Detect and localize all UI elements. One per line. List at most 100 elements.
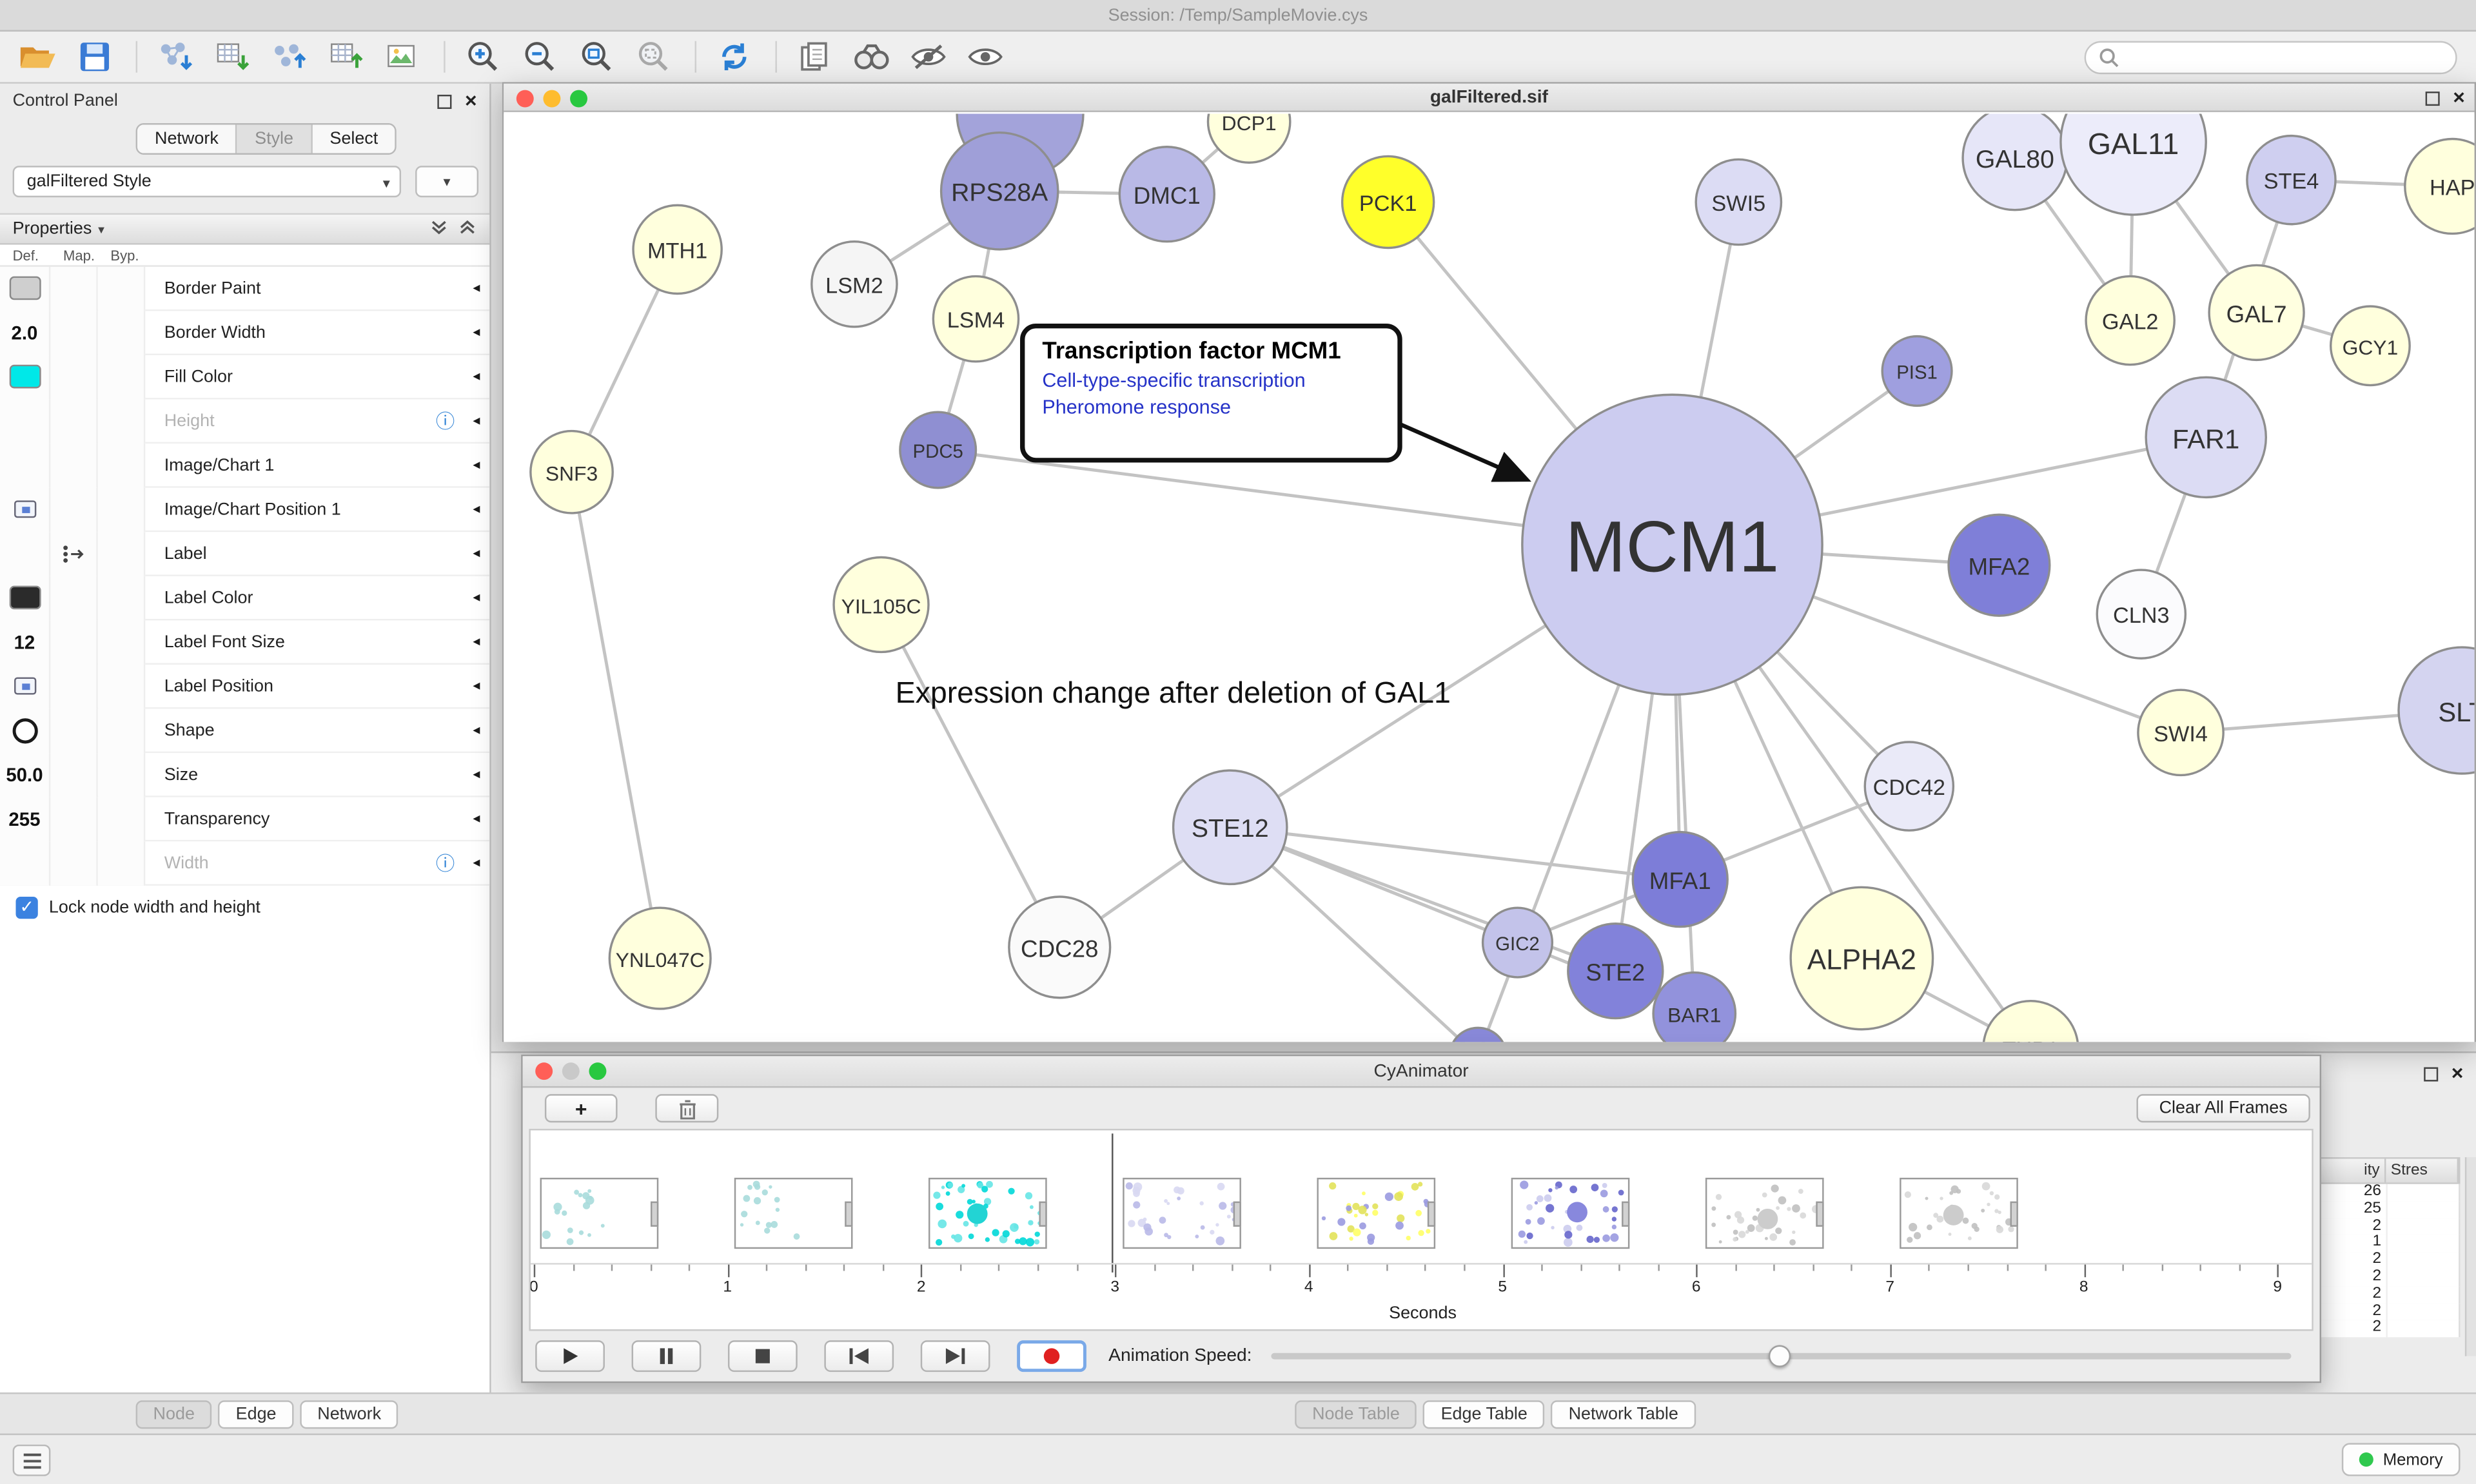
node-MTH1[interactable]: MTH1: [632, 204, 723, 295]
table-cell[interactable]: 25: [2363, 1199, 2382, 1217]
property-row-image-chart-1[interactable]: Image/Chart 1◂: [0, 442, 490, 488]
style-options-button[interactable]: ▾: [415, 166, 479, 198]
node-CDC28[interactable]: CDC28: [1008, 895, 1112, 999]
color-swatch[interactable]: [8, 364, 41, 389]
expand-row-icon[interactable]: ◂: [473, 456, 480, 473]
zoom-selected-icon[interactable]: [632, 36, 676, 77]
node-SWI4[interactable]: SWI4: [2137, 688, 2225, 777]
table-cell[interactable]: 2: [2372, 1318, 2382, 1336]
tab-network[interactable]: Network: [137, 124, 238, 153]
table-row[interactable]: 26: [2315, 1182, 2461, 1202]
table-cell[interactable]: 2: [2372, 1284, 2382, 1302]
edge-yil105c-cdc28[interactable]: [879, 603, 1061, 948]
close-window-button[interactable]: [535, 1062, 553, 1080]
stop-button[interactable]: [727, 1340, 798, 1372]
property-row-image-chart-position-1[interactable]: Image/Chart Position 1◂: [0, 487, 490, 532]
close-window-icon[interactable]: ×: [2453, 85, 2465, 109]
node-SWI5[interactable]: SWI5: [1695, 158, 1783, 246]
node-BAR1[interactable]: BAR1: [1652, 971, 1737, 1042]
position-icon[interactable]: [13, 500, 36, 518]
node-TUP1[interactable]: TUP1: [1982, 999, 2079, 1042]
clear-all-frames-button[interactable]: Clear All Frames: [2136, 1094, 2310, 1123]
import-network-icon[interactable]: [153, 36, 198, 77]
frame-thumbnail-7[interactable]: [1705, 1177, 1824, 1249]
add-frame-button[interactable]: +: [544, 1094, 618, 1123]
node-MFA1[interactable]: MFA1: [1631, 830, 1729, 928]
frame-handle[interactable]: [1816, 1201, 1824, 1227]
frame-handle[interactable]: [650, 1201, 659, 1227]
info-icon[interactable]: ⓘ: [435, 852, 455, 875]
import-table-icon[interactable]: [210, 36, 255, 77]
record-button[interactable]: [1017, 1340, 1086, 1372]
node-SLT[interactable]: SLT: [2397, 646, 2475, 775]
node-SNF3[interactable]: SNF3: [529, 429, 614, 514]
node-PIS1[interactable]: PIS1: [1881, 335, 1953, 407]
table-cell[interactable]: [2386, 1303, 2459, 1321]
edge-ste12-mfa1[interactable]: [1230, 825, 1680, 881]
node-GIC2[interactable]: GIC2: [1481, 906, 1554, 979]
tab-network-table[interactable]: Network Table: [1551, 1400, 1696, 1429]
expand-all-icon[interactable]: [458, 218, 477, 240]
tab-select[interactable]: Select: [312, 124, 396, 153]
task-history-button[interactable]: [12, 1444, 51, 1476]
table-cell[interactable]: 1: [2372, 1233, 2382, 1251]
node-GCY1[interactable]: GCY1: [2329, 305, 2411, 387]
property-row-label-position[interactable]: Label Position◂: [0, 663, 490, 709]
expand-row-icon[interactable]: ◂: [473, 367, 480, 384]
memory-button[interactable]: Memory: [2342, 1443, 2461, 1476]
property-row-label-color[interactable]: Label Color◂: [0, 575, 490, 621]
open-session-icon[interactable]: [15, 36, 60, 77]
node-STE2[interactable]: STE2: [1567, 922, 1664, 1020]
property-row-label[interactable]: Label◂: [0, 531, 490, 576]
frame-handle[interactable]: [1039, 1201, 1047, 1227]
expand-row-icon[interactable]: ◂: [473, 721, 480, 737]
column-header-stress[interactable]: Stres: [2386, 1158, 2459, 1183]
color-swatch[interactable]: [8, 276, 41, 300]
position-icon[interactable]: [13, 677, 36, 695]
node-smallcut[interactable]: [1449, 1026, 1506, 1042]
style-dropdown[interactable]: galFiltered Style ▾: [12, 166, 402, 198]
lock-size-checkbox[interactable]: ✓: [15, 897, 38, 919]
table-cell[interactable]: 26: [2363, 1182, 2382, 1200]
close-window-button[interactable]: [516, 90, 534, 108]
table-row[interactable]: 2: [2315, 1216, 2461, 1236]
frame-handle[interactable]: [1233, 1201, 1241, 1227]
table-cell[interactable]: [2386, 1252, 2459, 1269]
table-row[interactable]: 2: [2315, 1284, 2461, 1303]
canvas-text-annotation[interactable]: Expression change after deletion of GAL1: [895, 677, 1451, 711]
node-DCP1[interactable]: DCP1: [1206, 113, 1292, 164]
tab-node-table[interactable]: Node Table: [1295, 1400, 1417, 1429]
node-CDC42[interactable]: CDC42: [1863, 741, 1955, 832]
table-cell[interactable]: 2: [2372, 1216, 2382, 1235]
search-network-icon[interactable]: [850, 36, 894, 77]
expand-row-icon[interactable]: ◂: [473, 810, 480, 826]
hide-selected-icon[interactable]: [907, 36, 951, 77]
network-window-titlebar[interactable]: galFiltered.sif ×: [504, 83, 2475, 112]
table-scrollbar[interactable]: [2464, 1157, 2476, 1356]
property-row-border-paint[interactable]: Border Paint◂: [0, 266, 490, 311]
info-icon[interactable]: ⓘ: [435, 410, 455, 433]
skip-to-end-button[interactable]: [920, 1340, 990, 1372]
node-PCK1[interactable]: PCK1: [1341, 155, 1435, 249]
node-ALPHA2[interactable]: ALPHA2: [1789, 886, 1934, 1031]
copy-clipboard-icon[interactable]: [792, 36, 837, 77]
property-row-fill-color[interactable]: Fill Color◂: [0, 354, 490, 400]
save-session-icon[interactable]: [73, 36, 117, 77]
node-STE12[interactable]: STE12: [1172, 769, 1288, 886]
close-panel-icon[interactable]: ×: [2451, 1060, 2464, 1085]
cyanimator-titlebar[interactable]: CyAnimator: [522, 1056, 2320, 1088]
table-cell[interactable]: [2386, 1286, 2459, 1303]
annotation-link-1[interactable]: Cell-type-specific transcription: [1042, 369, 1306, 392]
table-cell[interactable]: [2386, 1218, 2459, 1236]
node-MCM1[interactable]: MCM1: [1521, 393, 1823, 696]
node-GAL7[interactable]: GAL7: [2208, 264, 2305, 362]
table-row[interactable]: 2: [2315, 1302, 2461, 1321]
table-cell[interactable]: [2386, 1320, 2459, 1338]
node-FAR1[interactable]: FAR1: [2145, 376, 2268, 499]
annotation-box[interactable]: Transcription factor MCM1 Cell-type-spec…: [1020, 324, 1402, 463]
frame-thumbnail-3[interactable]: [928, 1177, 1047, 1249]
